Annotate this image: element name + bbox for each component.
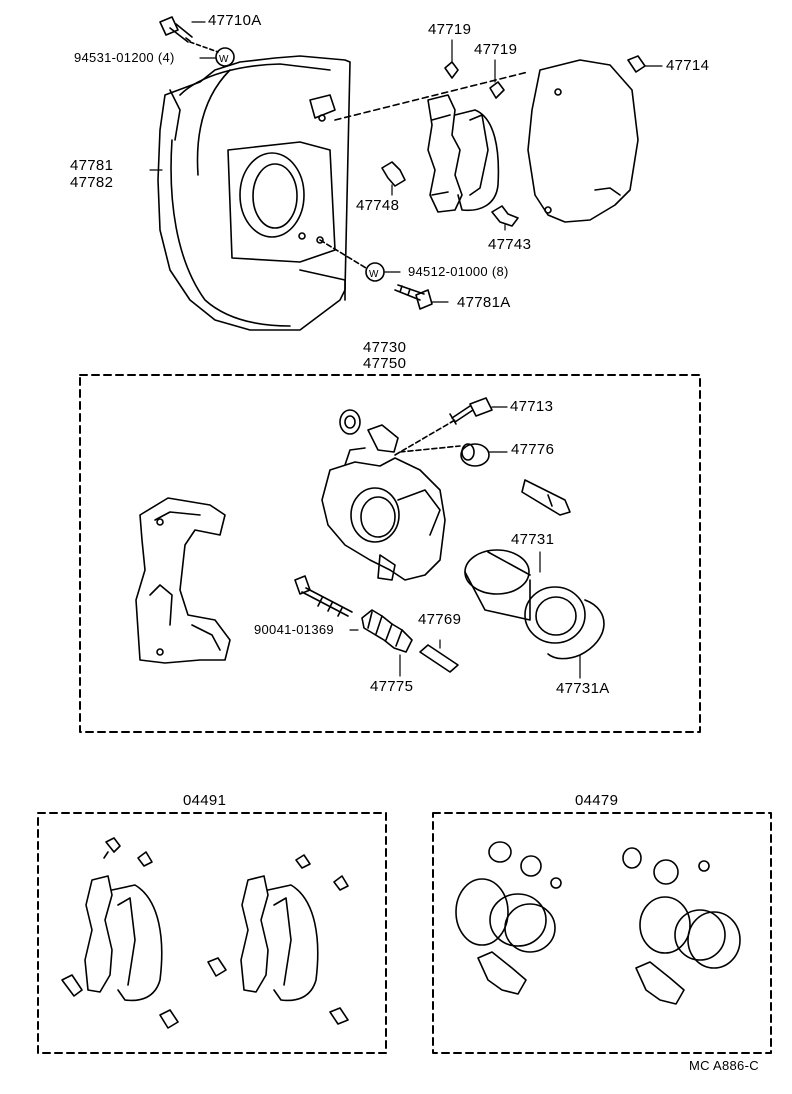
bushing-47776 [460, 443, 490, 467]
label-47781: 47781 [70, 157, 114, 174]
pad-support-clip-47748 [381, 161, 406, 187]
anti-squeal-shim-47743 [491, 205, 519, 227]
label-47730: 47730 [363, 339, 407, 356]
label-47713: 47713 [510, 398, 554, 415]
label-47750: 47750 [363, 355, 407, 372]
anti-squeal-shim-47719 [444, 61, 505, 99]
washer-94512: W [365, 262, 385, 282]
label-47731a: 47731A [556, 680, 610, 697]
label-47782: 47782 [70, 174, 114, 191]
label-47743: 47743 [488, 236, 532, 253]
cylinder-kit-47731a [524, 586, 605, 660]
svg-text:W: W [369, 269, 379, 280]
piston-47731 [464, 549, 531, 621]
bolt-47710a [159, 16, 193, 43]
slide-pin-upper [521, 479, 571, 516]
bolt-90041 [294, 575, 353, 617]
label-47719-a: 47719 [428, 21, 472, 38]
label-47748: 47748 [356, 197, 400, 214]
washer-94531: W [215, 47, 235, 67]
label-47719-b: 47719 [474, 41, 518, 58]
pad-kit-04491-left-pads [84, 875, 163, 1002]
label-47731: 47731 [511, 531, 555, 548]
label-47781a: 47781A [457, 294, 511, 311]
label-94531-01200: 94531-01200 (4) [74, 50, 175, 65]
cap-47714 [627, 55, 646, 73]
label-94512-01000: 94512-01000 (8) [408, 264, 509, 279]
svg-text:W: W [219, 54, 229, 65]
label-47775: 47775 [370, 678, 414, 695]
pad-kit-04491-shims-clips [61, 837, 349, 1029]
disc-brake-pad-set [427, 94, 500, 213]
label-04491: 04491 [183, 792, 227, 809]
slide-pin-boot-top [339, 409, 399, 453]
cylinder-kit-04479-left [455, 841, 562, 995]
label-47714: 47714 [666, 57, 710, 74]
leader-lines-top [149, 21, 663, 303]
bleeder-plug-47713 [449, 397, 493, 425]
slide-pin-boot-47775 [361, 609, 413, 653]
pad-kit-04491-right-pads [240, 875, 319, 1002]
label-04479: 04479 [575, 792, 619, 809]
caliper-mounting-bracket [135, 497, 231, 664]
caliper-cylinder-body [321, 447, 446, 581]
slide-pin-47769 [419, 644, 459, 673]
caliper-assembly-outline [527, 59, 639, 223]
drawing-code: MC A886-C [689, 1058, 759, 1073]
bolt-47781a [394, 284, 433, 310]
label-90041-01369: 90041-01369 [254, 622, 334, 637]
label-47710a: 47710A [208, 12, 262, 29]
disc-brake-dust-cover [157, 55, 351, 331]
label-47776: 47776 [511, 441, 555, 458]
leader-lines-caliper [349, 406, 581, 679]
cylinder-kit-04479-right [622, 847, 741, 1005]
label-47769: 47769 [418, 611, 462, 628]
